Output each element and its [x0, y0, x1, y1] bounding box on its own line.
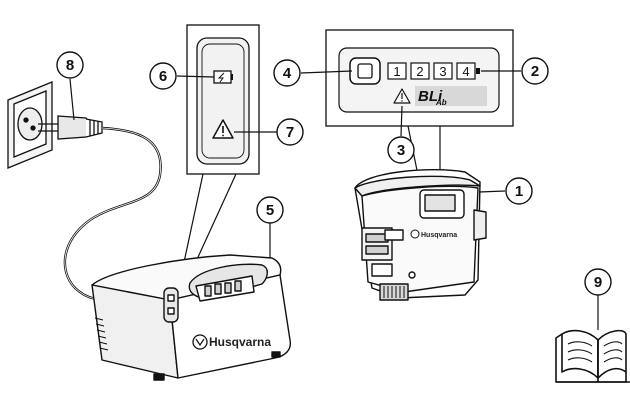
callout-5-label: 5 — [266, 202, 274, 219]
callout-3: 3 — [388, 137, 414, 163]
callout-6: 6 — [150, 63, 176, 89]
callout-8: 8 — [57, 52, 83, 78]
battery-zoom-box: 1 2 3 4 BLi Ab — [326, 30, 513, 126]
callout-7-label: 7 — [286, 124, 294, 141]
manual-book-icon — [556, 331, 630, 382]
callout-1: 1 — [506, 178, 532, 204]
callout-2-label: 2 — [531, 63, 539, 80]
callout-9: 9 — [585, 269, 611, 295]
led-2-label: 2 — [416, 64, 423, 79]
power-button-icon — [350, 58, 380, 84]
battery-model-suffix: Ab — [435, 98, 447, 107]
callout-8-label: 8 — [66, 57, 74, 74]
battery-brand-text: Husqvarna — [421, 232, 457, 239]
led-4-label: 4 — [462, 64, 469, 79]
callout-4: 4 — [274, 60, 300, 86]
callout-1-label: 1 — [515, 183, 523, 200]
charger-brand-text: Husqvarna — [209, 335, 271, 349]
callout-4-label: 4 — [283, 65, 292, 82]
charge-indicator-icon — [214, 71, 233, 83]
wall-outlet — [8, 82, 52, 168]
callout-5: 5 — [257, 197, 283, 223]
led-1-label: 1 — [393, 64, 400, 79]
callout-7: 7 — [277, 119, 303, 145]
callout-2: 2 — [522, 58, 548, 84]
battery-charge-leds: 1 2 3 4 — [388, 63, 480, 79]
callout-9-label: 9 — [594, 274, 602, 291]
callout-6-label: 6 — [159, 68, 167, 85]
battery-charger — [92, 255, 290, 380]
charger-brand-logo: Husqvarna — [193, 335, 271, 349]
led-3-label: 3 — [439, 64, 446, 79]
charger-zoom-box — [187, 25, 259, 174]
callout-3-label: 3 — [397, 142, 405, 159]
